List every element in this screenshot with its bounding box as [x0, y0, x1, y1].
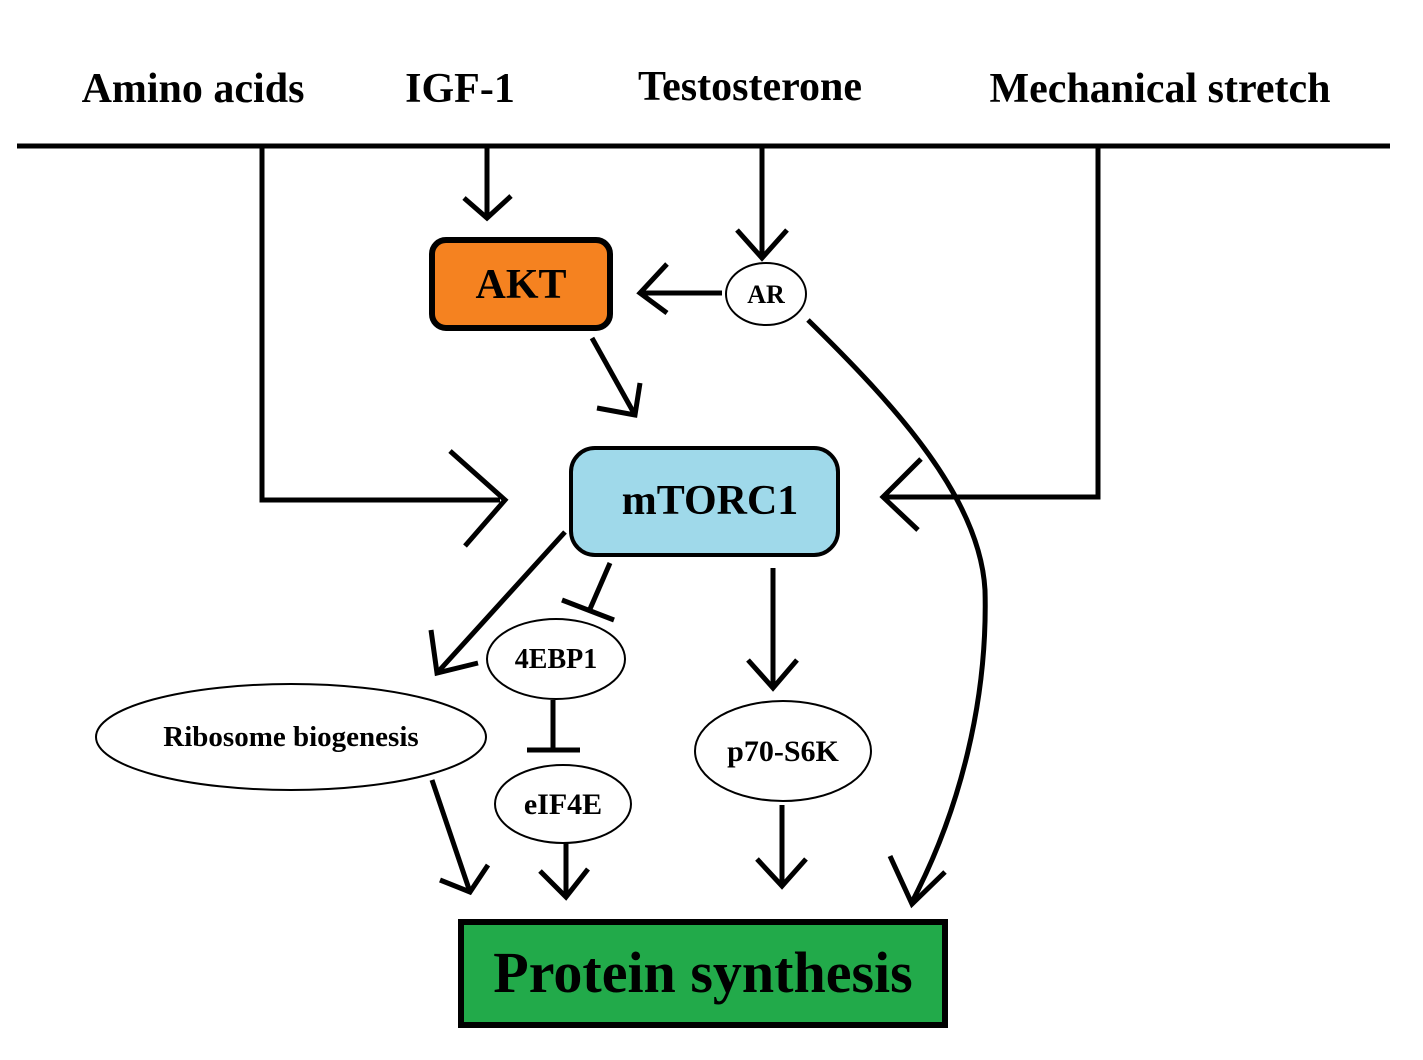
arrowhead-testosterone — [735, 228, 789, 262]
4ebp1-label: 4EBP1 — [515, 644, 597, 675]
mtorc1-label: mTORC1 — [622, 478, 799, 524]
input-amino-acids: Amino acids — [82, 66, 305, 112]
eif4e-ellipse — [494, 764, 632, 844]
ribosome-label: Ribosome biogenesis — [163, 721, 418, 753]
node-ar: AR — [725, 262, 807, 326]
node-protein-synthesis: Protein synthesis — [458, 919, 948, 1028]
edge-mtorc1-inhibits-4ebp1 — [587, 562, 613, 610]
arrowhead-mtorc1-to-ribosome — [428, 629, 479, 677]
input-igf1: IGF-1 — [405, 66, 515, 112]
edge-mtorc1-to-ribosome — [435, 530, 567, 675]
ribosome-ellipse — [95, 683, 487, 791]
input-mechanical-stretch: Mechanical stretch — [990, 66, 1331, 112]
ar-label: AR — [747, 280, 785, 309]
arrowhead-mechanical-stretch — [879, 457, 923, 532]
edge-ar-to-protein-synthesis — [806, 318, 988, 904]
arrowhead-akt-to-mtorc1 — [596, 382, 643, 418]
inhibitor-bar-4ebp1 — [561, 597, 615, 623]
node-4ebp1: 4EBP1 — [486, 618, 626, 700]
arrowhead-amino-acids — [448, 449, 509, 548]
arrowhead-ar-to-protein-synthesis — [887, 854, 947, 909]
edge-mechanical-stretch-to-mtorc1 — [885, 146, 1101, 500]
node-mtorc1: mTORC1 — [569, 446, 840, 557]
akt-box — [429, 237, 613, 331]
edge-ribosome-to-protein-synthesis — [429, 779, 473, 893]
p70s6k-label: p70-S6K — [727, 735, 839, 768]
arrowhead-igf1 — [462, 194, 513, 222]
eif4e-label: eIF4E — [524, 788, 602, 821]
p70s6k-ellipse — [694, 700, 872, 802]
node-akt: AKT — [429, 237, 613, 331]
ar-ellipse — [725, 262, 807, 326]
mtorc1-box — [569, 446, 840, 557]
arrowhead-mtorc1-to-p70s6k — [746, 658, 799, 692]
arrowhead-eif4e — [538, 867, 590, 901]
4ebp1-ellipse — [486, 618, 626, 700]
arrowhead-p70s6k — [755, 857, 808, 890]
edge-akt-to-mtorc1 — [589, 336, 638, 417]
input-testosterone: Testosterone — [638, 64, 862, 110]
node-p70s6k: p70-S6K — [694, 700, 872, 802]
arrowhead-ribosome — [439, 863, 491, 896]
arrowhead-ar-to-akt — [636, 262, 669, 316]
edge-amino-acids-to-mtorc1 — [259, 146, 500, 503]
protein-synthesis-label: Protein synthesis — [493, 940, 912, 1005]
node-eif4e: eIF4E — [494, 764, 632, 844]
akt-label: AKT — [475, 262, 566, 308]
node-ribosome-biogenesis: Ribosome biogenesis — [95, 683, 487, 791]
protein-synthesis-box — [458, 919, 948, 1028]
